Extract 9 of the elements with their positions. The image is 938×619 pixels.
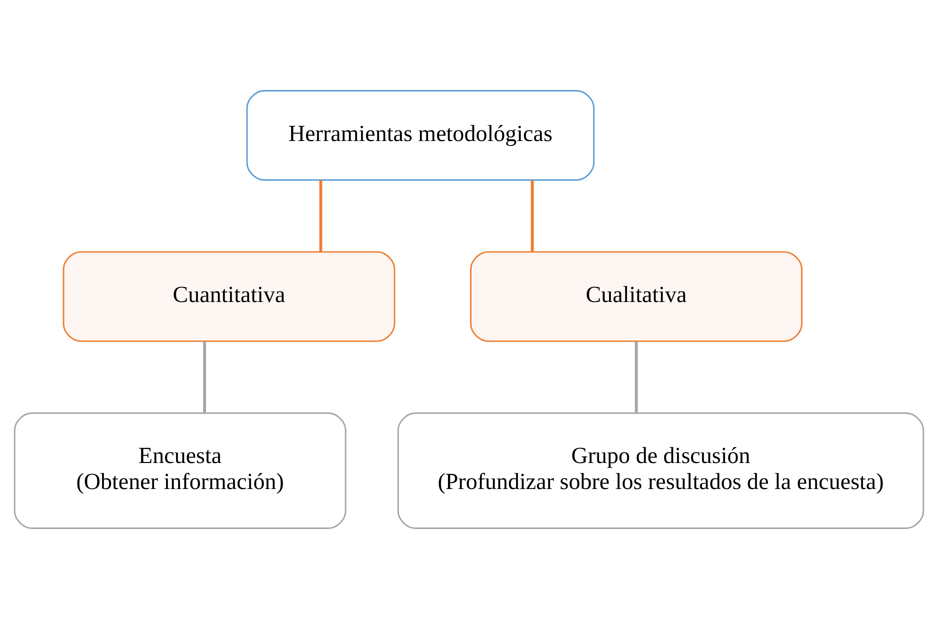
- node-box: Grupo de discusión (Profundizar sobre los resultados de la encuesta): [397, 412, 924, 529]
- node-box: Cualitativa: [470, 251, 802, 342]
- node-box: Cuantitativa: [62, 251, 396, 342]
- node-box: Herramientas metodológicas: [246, 90, 595, 181]
- connector: [634, 341, 638, 413]
- node-box: Encuesta (Obtener información): [14, 412, 346, 529]
- connector: [319, 180, 322, 252]
- connector: [530, 180, 534, 252]
- connector: [203, 341, 206, 413]
